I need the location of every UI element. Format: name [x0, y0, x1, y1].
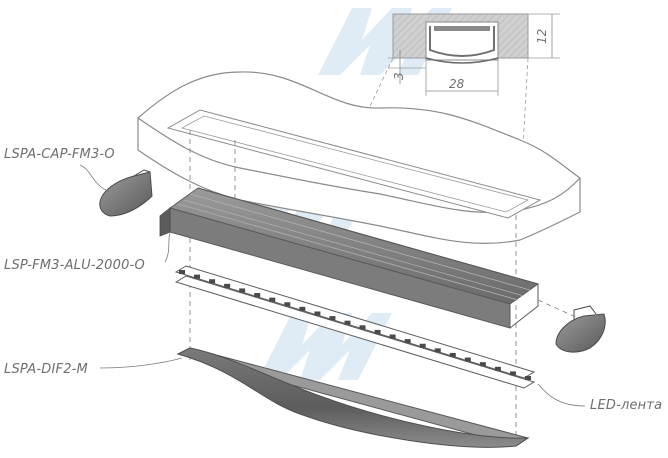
led-chip [314, 311, 321, 316]
led-chip [224, 283, 231, 288]
right-end-cap [537, 299, 606, 353]
led-chip [509, 371, 516, 376]
led-chip [254, 293, 261, 298]
led-chip [284, 302, 291, 307]
led-chip [464, 357, 471, 362]
depth-dimension: 3 [392, 72, 406, 80]
led-chip [404, 339, 411, 344]
led-chip [269, 297, 276, 302]
led-strip [174, 265, 536, 389]
led-chip [359, 325, 366, 330]
aluminium-profile [159, 187, 540, 329]
diffuser-label: LSPA-DIF2-M [4, 362, 88, 377]
callout-leaders [79, 164, 586, 407]
profile-label: LSP-FM3-ALU-2000-O [4, 258, 145, 273]
led-chip [299, 306, 306, 311]
led-chip [419, 343, 426, 348]
led-chip [374, 329, 381, 334]
diffuser [176, 347, 530, 448]
led-chip [449, 352, 456, 357]
width-dimension: 28 [449, 77, 465, 91]
led-chip [194, 274, 201, 279]
led-chip [494, 366, 501, 371]
led-chip [525, 376, 531, 380]
cross-section-detail [388, 13, 560, 96]
led-chip [479, 362, 486, 367]
led-chip [389, 334, 396, 339]
end-cap-label: LSPA-CAP-FM3-O [4, 147, 115, 162]
assembly-guide-lines [189, 130, 517, 440]
led-chip [434, 348, 441, 353]
led-chip [329, 316, 336, 321]
led-strip-label: LED-лента [590, 398, 663, 413]
led-chip [239, 288, 246, 293]
height-dimension: 12 [535, 29, 549, 44]
led-chip [209, 279, 216, 284]
left-end-cap [99, 169, 153, 217]
mounting-panel [137, 71, 581, 245]
led-chip [179, 270, 185, 274]
led-chip [344, 320, 351, 325]
